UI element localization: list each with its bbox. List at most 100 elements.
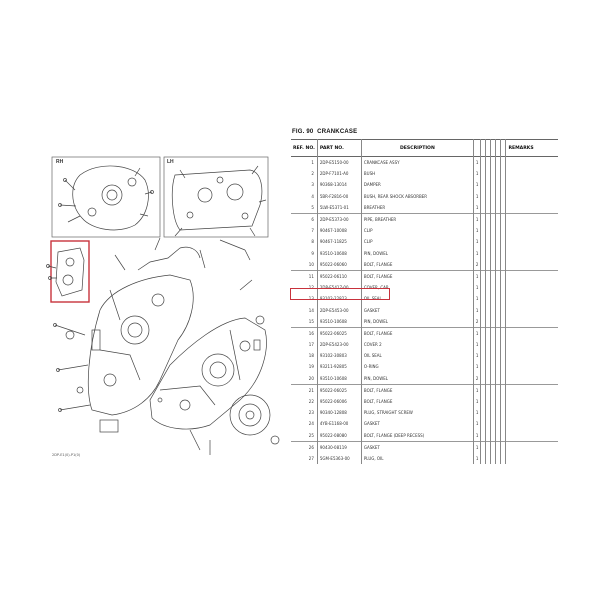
inset-box-lh [163, 156, 269, 238]
applicability-cell [495, 315, 501, 328]
description-header: DESCRIPTION [360, 139, 474, 157]
description-cell: PLUG, STRAIGHT SCREW [360, 407, 474, 419]
applicability-cell [485, 247, 491, 259]
remarks-cell [505, 212, 558, 226]
applicability-cell [495, 440, 501, 453]
applicability-cell [490, 326, 496, 339]
ref-no-cell: 11 [291, 269, 318, 283]
remarks-cell [505, 361, 558, 373]
applicability-cell [500, 440, 506, 453]
applicability-cell [500, 190, 506, 202]
qty-cell: 1 [472, 304, 481, 316]
applicability-cell [480, 190, 486, 202]
applicability-cell [495, 429, 501, 442]
remarks-cell [505, 383, 558, 396]
applicability-cell [500, 236, 506, 248]
applicability-cell [490, 350, 496, 362]
remarks-cell [505, 168, 558, 180]
applicability-cell [495, 247, 501, 259]
remarks-cell [505, 247, 558, 259]
applicability-cell [500, 407, 506, 419]
remarks-cell [505, 225, 558, 237]
applicability-cell [500, 168, 506, 180]
applicability-cell [485, 156, 491, 169]
applicability-cell [500, 383, 506, 396]
remarks-cell [505, 201, 558, 214]
applicability-cell [480, 315, 486, 328]
remarks-cell [505, 440, 558, 453]
applicability-cell [485, 372, 491, 385]
applicability-cell [480, 212, 486, 226]
qty-cell: 1 [472, 156, 481, 169]
qty-cell: 1 [472, 395, 481, 408]
part-no-cell: 90467-11825 [316, 236, 362, 248]
applicability-cell [495, 258, 501, 271]
applicability-cell [485, 361, 491, 373]
part-no-cell: 2DP-E5423-00 [316, 339, 362, 351]
ref-no-cell: 26 [291, 440, 318, 453]
part-no-cell: 2DP-E5417-00 [316, 282, 362, 294]
applicability-cell [485, 339, 491, 351]
description-cell: O-RING [360, 361, 474, 373]
qty-cell: 1 [472, 429, 481, 442]
description-cell: PIN, DOWEL [360, 247, 474, 259]
applicability-cell [490, 258, 496, 271]
right-crankcase-sketch [149, 317, 267, 430]
applicability-cell [500, 201, 506, 214]
description-cell: GASKET [360, 304, 474, 316]
applicability-cell [490, 407, 496, 419]
applicability-cell [480, 168, 486, 180]
applicability-cell [490, 315, 496, 328]
description-cell: PIN, DOWEL [360, 315, 474, 328]
qty-cell: 1 [472, 361, 481, 373]
part-no-cell: 93211-92805 [316, 361, 362, 373]
part-no-cell: 95022-06110 [316, 269, 362, 283]
applicability-cell [490, 212, 496, 226]
applicability-cell [480, 372, 486, 385]
applicability-cell [490, 269, 496, 283]
applicability-cell [495, 236, 501, 248]
applicability-cell [495, 418, 501, 430]
inset-box-rh [51, 156, 161, 238]
ref-no-cell: 23 [308, 410, 314, 416]
applicability-cell [495, 179, 501, 191]
ref-no-cell: 4 [311, 193, 314, 199]
applicability-cell [500, 418, 506, 430]
ref-no-cell: 9 [311, 250, 314, 256]
applicability-cell [485, 282, 491, 294]
ref-no-cell: 6 [291, 212, 318, 226]
part-no-cell: 90430-08119 [316, 440, 362, 453]
applicability-cell [485, 201, 491, 214]
description-cell: BREATHER [360, 201, 474, 214]
description-cell: PLUG, OIL [360, 452, 474, 465]
applicability-cell [500, 361, 506, 373]
applicability-cell [500, 269, 506, 283]
remarks-cell [505, 395, 558, 408]
applicability-cell [495, 304, 501, 316]
remarks-cell [505, 350, 558, 362]
ref-no-cell: 22 [308, 399, 314, 405]
part-no-cell: 5GM-E5363-00 [316, 452, 362, 465]
remarks-cell [505, 326, 558, 339]
qty-cell: 1 [472, 269, 481, 283]
qty-cell: 1 [472, 225, 481, 237]
qty-cell: 1 [472, 236, 481, 248]
remarks-cell [505, 452, 558, 465]
description-cell: COVER 2 [360, 339, 474, 351]
applicability-cell [500, 282, 506, 294]
ref-no-cell: 3 [311, 182, 314, 188]
